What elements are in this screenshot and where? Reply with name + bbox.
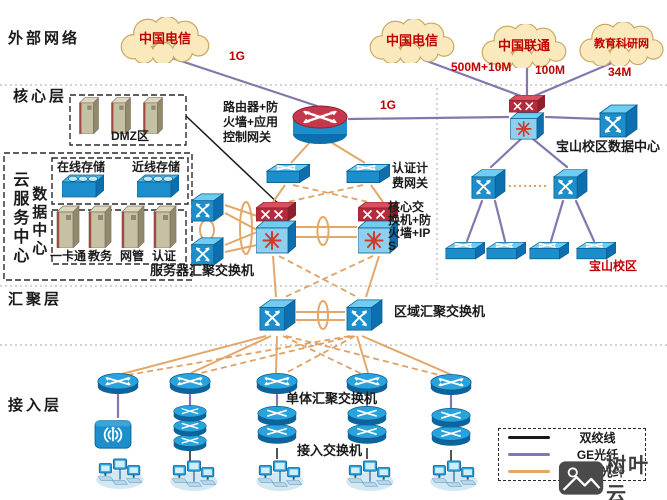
legend-swatch-ge-fiber [508,453,550,456]
unit-agg-switch-5 [429,373,473,397]
orange-links-solid [121,140,453,376]
region-agg-label: 区域汇聚交换机 [394,304,486,319]
orange-links-dashed [127,184,448,378]
baoshan-core-switch [510,112,544,140]
server-netmgmt [121,205,145,248]
watermark-text: 树叶云 [606,455,651,500]
auth-gateway-switch-2 [346,163,390,184]
baoshan-access-switch-4 [576,241,616,260]
server-agg-switch-1 [190,192,224,223]
pc-group-1 [95,458,145,490]
access-switch-stack-1 [172,405,208,452]
twisted-pair-links [185,115,452,461]
unit-agg-label: 单体汇聚交换机 [286,391,378,406]
server-label-netmgmt: 网管 [119,249,144,263]
legend-swatch-twisted-pair [508,436,550,439]
pc-group-4 [345,460,395,492]
watermark-image-icon [558,461,604,495]
baoshan-access-switch-1 [445,241,485,260]
baoshan-core-firewall [509,95,545,113]
bw-label-500m: 500M+10M [451,60,512,74]
dmz-label: DMZ区 [111,129,149,143]
fiber-links [116,56,616,419]
server-box [51,209,187,265]
zone-boxes [3,94,193,281]
auth-gateway-label: 认证计费网关 [392,161,429,190]
layer-label-external: 外部网络 [8,30,81,47]
layer-separators [0,84,667,346]
server-auth [153,205,177,248]
access-switch-stack-4 [430,407,472,447]
baoshan-campus-label: 宝山校区 [589,259,638,273]
dmz-server-1 [79,97,99,134]
baoshan-access-switch-2 [486,241,526,260]
unit-agg-switch-1 [96,372,140,396]
baoshan-agg-switch-2 [552,168,588,200]
watermark: 树叶云 [558,449,667,500]
core-switch-label: 核心交换机+防火墙+IPS [388,200,432,253]
storage-box [51,157,189,205]
server-onecard [56,205,80,248]
pc-group-5 [429,460,479,492]
server-label-onecard: 一卡通 [50,249,87,263]
pc-group-3 [255,460,305,492]
baoshan-dc-switch [598,103,638,139]
access-switch-stack-3 [346,405,388,445]
router-label: 路由器+防火墙+应用控制网关 [223,100,279,144]
label-cloud-service-center: 云服务中心 [10,171,28,266]
nearline-storage-label: 近线存储 [132,160,181,174]
access-switch-label: 接入交换机 [297,443,363,458]
baoshan-dc-label: 宝山校区数据中心 [556,139,661,154]
pc-group-2 [169,460,219,492]
server-label-academic: 教务 [87,249,112,263]
region-agg-switch-1 [258,298,296,332]
bw-label-1g-mid: 1G [380,98,397,112]
layer-label-core: 核心层 [13,88,68,105]
legend-label-twisted-pair: 双绞线 [579,431,616,445]
bw-label-34m: 34M [608,65,632,79]
server-academic [88,205,112,248]
cloud-telecom-right-label: 中国电信 [385,33,438,48]
baoshan-agg-switch-1 [470,168,506,200]
legend-row-twisted-pair: 双绞线 [499,429,645,446]
layer-label-access: 接入层 [8,397,63,414]
cloud-cernet-label: 教育科研网 [594,38,649,50]
nearline-storage-device [137,174,179,198]
region-agg-switch-2 [345,298,383,332]
auth-gateway-switch-1 [266,163,310,184]
core-switch-1 [256,220,296,254]
legend-row-ge-fiber: GE光纤 [499,446,645,463]
unit-agg-switch-2 [168,372,212,396]
wireless-ap [94,419,132,450]
legend-swatch-10ge-fiber [508,470,550,473]
layer-label-aggregation: 汇聚层 [8,291,63,308]
dmz-box [69,94,187,146]
server-agg-label: 服务器汇聚交换机 [150,263,255,278]
core-router-device [291,104,349,146]
server-agg-switch-2 [190,236,224,267]
online-storage-label: 在线存储 [57,160,106,174]
label-data-center: 数据中心 [30,186,48,258]
bw-label-1g-left: 1G [229,49,246,63]
server-label-auth: 认证 [151,249,176,263]
baoshan-access-switch-3 [529,241,569,260]
core-firewall-1 [256,202,296,222]
cloud-unicom-label: 中国联通 [497,38,550,53]
bw-label-100m: 100M [535,63,566,77]
cloud-datacenter-box [3,152,193,281]
cloud-telecom-left-label: 中国电信 [138,31,191,46]
legend-label-ge-fiber: GE光纤 [576,448,619,462]
online-storage-device [62,174,104,198]
access-switch-stack-2 [256,405,298,445]
